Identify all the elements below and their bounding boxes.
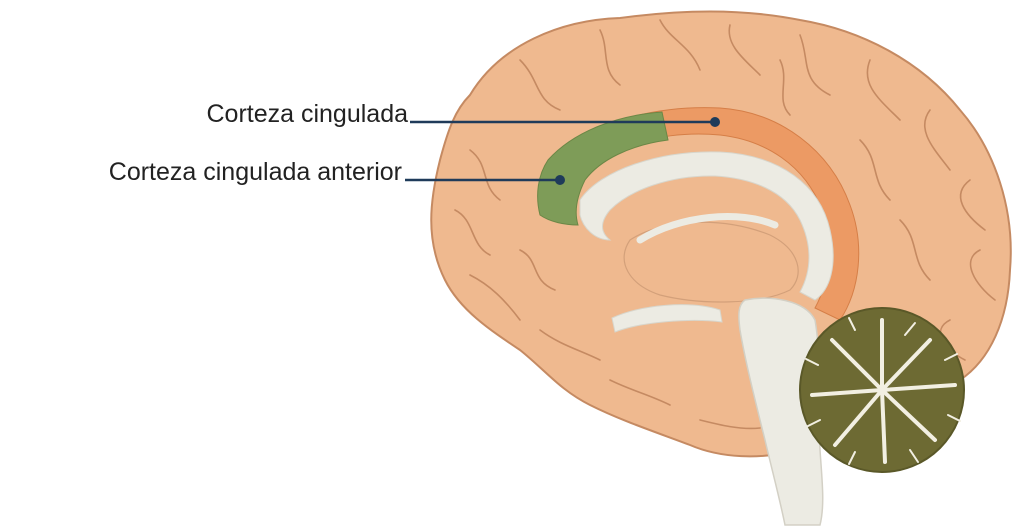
thalamus	[623, 221, 799, 303]
brainstem	[738, 297, 824, 526]
cortical-sulci	[454, 19, 996, 430]
cingulate-cortex-label: Corteza cingulada	[206, 100, 408, 128]
anterior-cingulate-cortex-region	[537, 111, 669, 226]
acc-leader-dot	[555, 175, 565, 185]
cingulate-leader-dot	[710, 117, 720, 127]
fornix	[636, 213, 779, 244]
anterior-cingulate-cortex-label: Corteza cingulada anterior	[108, 158, 402, 186]
hypothalamus-region	[611, 304, 723, 333]
cerebellum	[799, 307, 965, 473]
leader-lines	[405, 117, 720, 185]
corpus-callosum	[579, 151, 834, 301]
